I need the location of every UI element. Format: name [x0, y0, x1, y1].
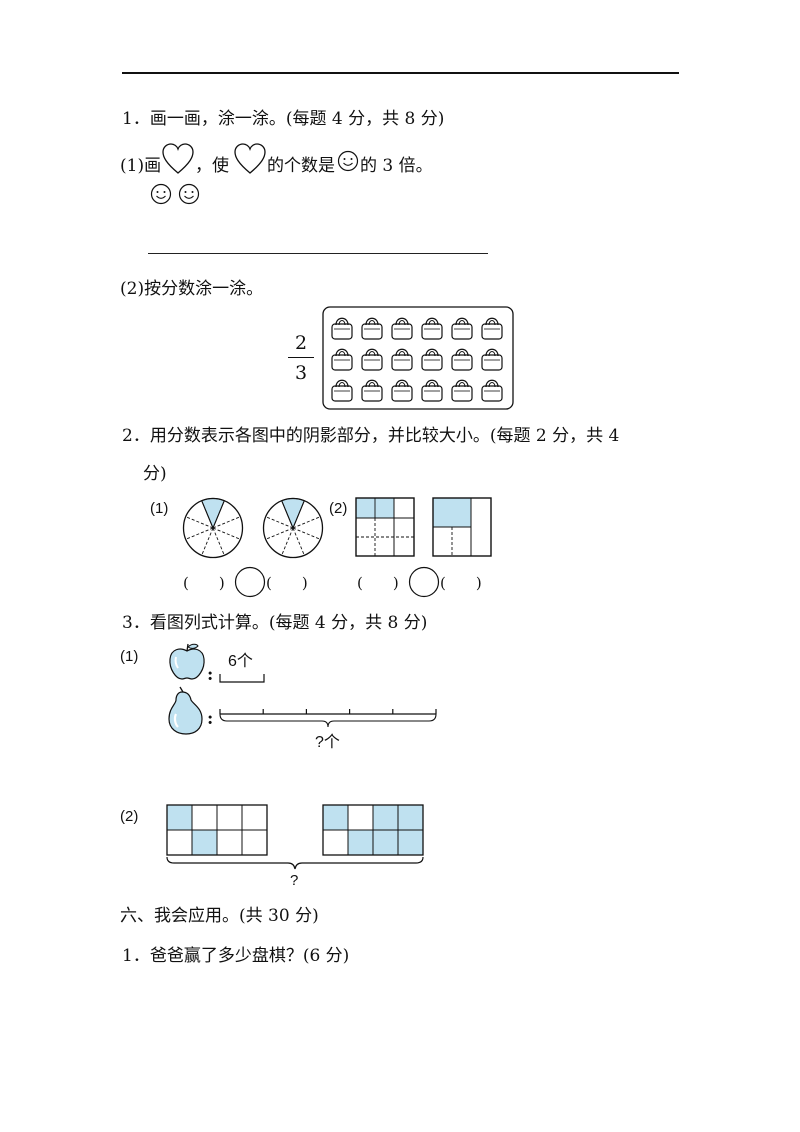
apple-colon: :: [207, 665, 214, 685]
pear-count-label: ?个: [315, 734, 340, 751]
bag-icon[interactable]: [451, 317, 473, 340]
pie-divider: [212, 500, 225, 529]
q2-part1-label: (1): [150, 500, 169, 517]
page-top-rule: [122, 72, 679, 74]
square-figure-1: [355, 497, 415, 557]
grid-total-label: ?: [290, 872, 299, 889]
pie-chart-1: [182, 497, 244, 559]
bag-icon[interactable]: [421, 317, 443, 340]
pie-divider: [201, 500, 214, 529]
answer-paren-left-2[interactable]: ( ): [357, 574, 399, 592]
fraction-numerator: 2: [294, 332, 308, 354]
q3-part1-label: (1): [120, 648, 139, 665]
q2-part2-label: (2): [329, 500, 348, 517]
smiley-icon: [178, 183, 200, 205]
fraction-bar: [288, 357, 314, 358]
apple-count-label: 6个: [228, 653, 253, 670]
pie-outline: [262, 497, 324, 559]
grid-total-brace: [166, 856, 424, 870]
bag-icon[interactable]: [361, 317, 383, 340]
compare-circle-2[interactable]: [408, 566, 440, 598]
q3-title: 3．看图列式计算。(每题 4 分，共 8 分): [122, 613, 428, 633]
section-6-q1-title: 1．爸爸赢了多少盘棋？(6 分): [122, 946, 350, 966]
square-figure-2: [432, 497, 492, 557]
q3-part2-label: (2): [120, 808, 139, 825]
answer-paren-right-1[interactable]: ( ): [266, 574, 308, 592]
compare-circle-1[interactable]: [234, 566, 266, 598]
q2-title-line1: 2．用分数表示各图中的阴影部分，并比较大小。(每题 2 分，共 4: [122, 426, 620, 446]
pear-brace-curve: [219, 713, 437, 728]
fraction-denominator: 3: [294, 362, 308, 384]
grid-figure-1: [166, 804, 268, 856]
bag-icon[interactable]: [481, 348, 503, 371]
q1-title: 1．画一画，涂一涂。(每题 4 分，共 8 分): [122, 109, 445, 129]
pie-divider: [292, 500, 305, 529]
q1-part1-suffix: 的 3 倍。: [360, 156, 433, 176]
bag-icon[interactable]: [361, 348, 383, 371]
bag-icon[interactable]: [361, 379, 383, 402]
pie-chart-2: [262, 497, 324, 559]
smiley-icon: [150, 183, 172, 205]
smiley-icon: [337, 150, 359, 172]
bag-icon[interactable]: [331, 317, 353, 340]
bag-icon[interactable]: [391, 317, 413, 340]
bag-icon[interactable]: [451, 379, 473, 402]
heart-icon: [162, 143, 194, 174]
q1-part1-prefix: (1)画: [120, 156, 162, 176]
bag-icon[interactable]: [331, 348, 353, 371]
bag-icon[interactable]: [421, 348, 443, 371]
pie-divider: [281, 500, 294, 529]
pear-colon: :: [207, 709, 214, 729]
pie-slice-shaded: [201, 498, 225, 530]
bag-icon[interactable]: [451, 348, 473, 371]
grid-figure-2: [322, 804, 424, 856]
bag-icon[interactable]: [481, 317, 503, 340]
heart-icon: [234, 143, 266, 174]
q2-title-line2: 分): [143, 464, 167, 484]
bag-icon[interactable]: [391, 379, 413, 402]
bag-grid: [322, 306, 514, 410]
apple-bracket: [219, 674, 265, 683]
pie-slice-shaded: [281, 498, 305, 530]
apple-icon: [169, 643, 205, 680]
pear-icon: [168, 686, 203, 735]
section-6-title: 六、我会应用。(共 30 分): [120, 906, 319, 926]
answer-line: [148, 253, 488, 254]
q1-part2-label: (2)按分数涂一涂。: [120, 279, 264, 299]
bag-icon[interactable]: [391, 348, 413, 371]
q1-part1-mid1: ，使: [195, 156, 229, 176]
bag-icon[interactable]: [481, 379, 503, 402]
pie-outline: [182, 497, 244, 559]
bag-icon[interactable]: [421, 379, 443, 402]
bag-icon[interactable]: [331, 379, 353, 402]
q1-part1-mid2: 的个数是: [267, 156, 335, 176]
answer-paren-right-2[interactable]: ( ): [440, 574, 482, 592]
pear-brace: [219, 709, 437, 728]
answer-paren-left-1[interactable]: ( ): [183, 574, 225, 592]
